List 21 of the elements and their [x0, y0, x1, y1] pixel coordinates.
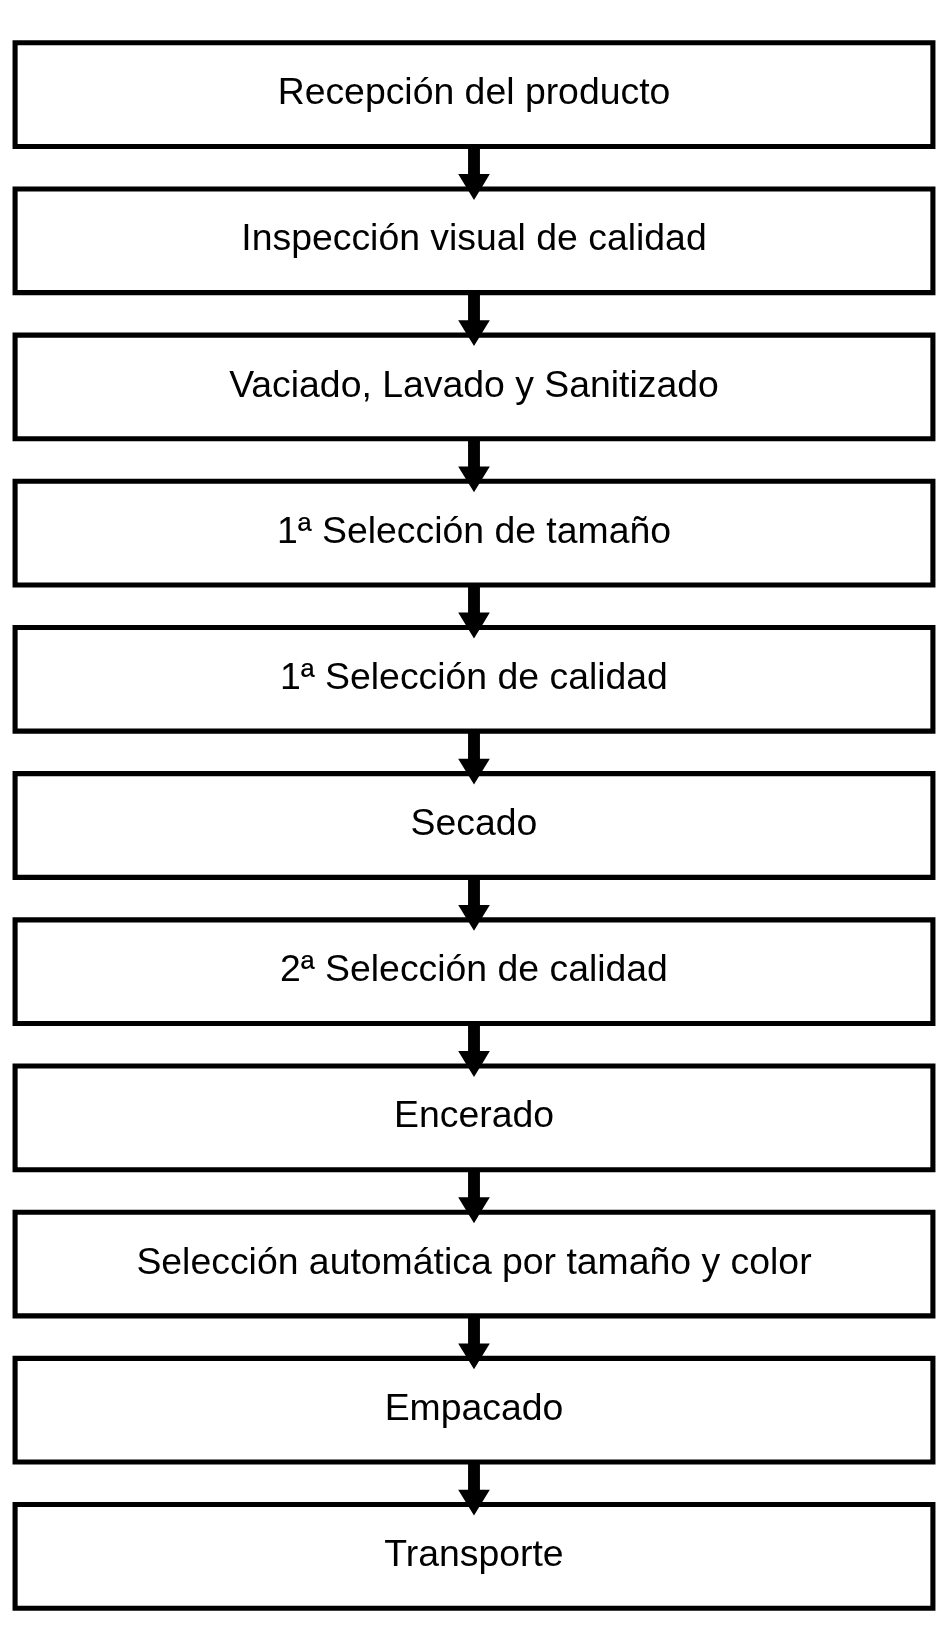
node-box: Secado: [12, 770, 936, 880]
arrow: [458, 877, 490, 931]
arrow: [458, 146, 490, 200]
node-box: Encerado: [12, 1062, 936, 1172]
arrow: [458, 1023, 490, 1077]
node-box: Selección automática por tamaño y color: [12, 1209, 936, 1318]
arrow: [458, 1315, 490, 1369]
node-box: 2ª Selección de calidad: [12, 916, 936, 1026]
arrow: [458, 731, 490, 785]
node-box: 1ª Selección de calidad: [12, 624, 936, 734]
arrow: [458, 292, 490, 346]
arrow: [458, 438, 490, 492]
arrow: [458, 1462, 490, 1515]
arrow: [458, 585, 490, 638]
arrow: [458, 1169, 490, 1223]
node-box: 1ª Selección de tamaño: [12, 478, 936, 588]
node-box: Transporte: [12, 1501, 936, 1611]
node-box: Inspección visual de calidad: [12, 185, 936, 295]
node-box: Recepción del producto: [12, 39, 936, 149]
node-box: Vaciado, Lavado y Sanitizado: [12, 332, 936, 441]
node-box: Empacado: [12, 1355, 936, 1465]
